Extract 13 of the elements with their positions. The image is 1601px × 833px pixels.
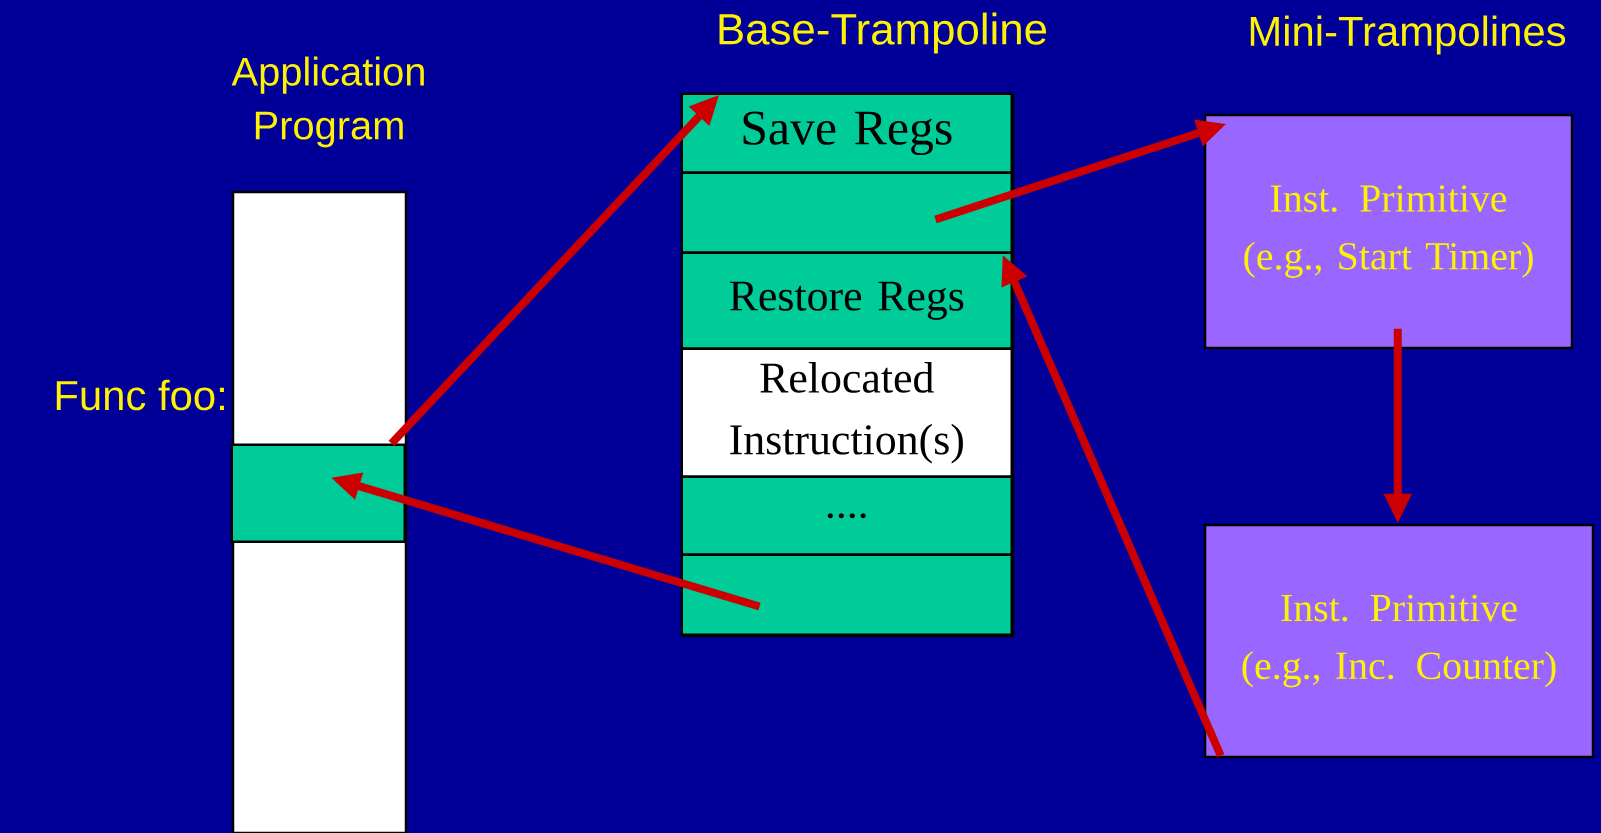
primitive-box: Inst. Primitive (e.g., Inc. Counter)	[1203, 523, 1595, 759]
table-cell: Save Regs	[680, 92, 1013, 174]
table-cell	[680, 171, 1013, 254]
code-block	[230, 443, 406, 543]
table-cell: ....	[680, 475, 1013, 556]
node-label: Application Program	[231, 56, 424, 148]
table-cell	[680, 553, 1013, 636]
function-label: Func foo:	[56, 379, 224, 411]
node-label: Base-Trampoline	[719, 12, 1047, 54]
table-cell: Relocated Instruction(s)	[680, 347, 1013, 478]
primitive-box: Inst. Primitive (e.g., Start Timer)	[1203, 113, 1574, 350]
table-cell: Restore Regs	[680, 251, 1013, 350]
section-heading: Mini-Trampolines	[1250, 15, 1566, 55]
